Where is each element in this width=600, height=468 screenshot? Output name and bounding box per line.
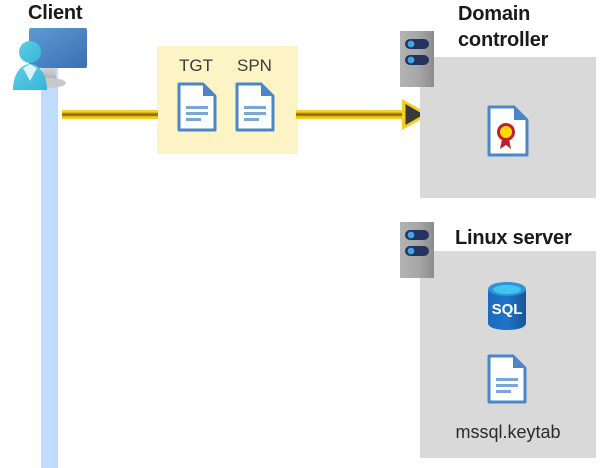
keytab-file-label: mssql.keytab xyxy=(455,422,561,442)
domain-controller-title-line-2: controller xyxy=(458,28,549,51)
message-box: TGT SPN xyxy=(157,46,298,154)
domain-controller-title: Domain controller xyxy=(458,2,598,53)
flow-arrow-head-icon xyxy=(402,99,430,130)
spn-document-icon xyxy=(235,82,275,132)
keytab-file-icon xyxy=(487,354,527,404)
tgt-label: TGT xyxy=(179,56,213,75)
linux-server-rack-icon xyxy=(400,222,434,283)
linux-server-title: Linux server xyxy=(455,227,572,249)
domain-controller-server-rack-icon xyxy=(400,31,434,92)
flow-arrow-segment-right xyxy=(296,110,412,119)
flow-arrow-segment-left xyxy=(62,110,158,119)
domain-controller-title-line-1: Domain xyxy=(458,3,531,25)
spn-label: SPN xyxy=(237,56,272,75)
svg-text:SQL: SQL xyxy=(492,301,523,318)
sql-database-icon: SQL xyxy=(484,280,530,332)
tgt-document-icon xyxy=(177,82,217,132)
client-workstation-icon xyxy=(8,26,92,94)
certificate-icon xyxy=(487,105,529,157)
client-lifeline xyxy=(41,60,58,468)
client-title: Client xyxy=(28,2,83,24)
